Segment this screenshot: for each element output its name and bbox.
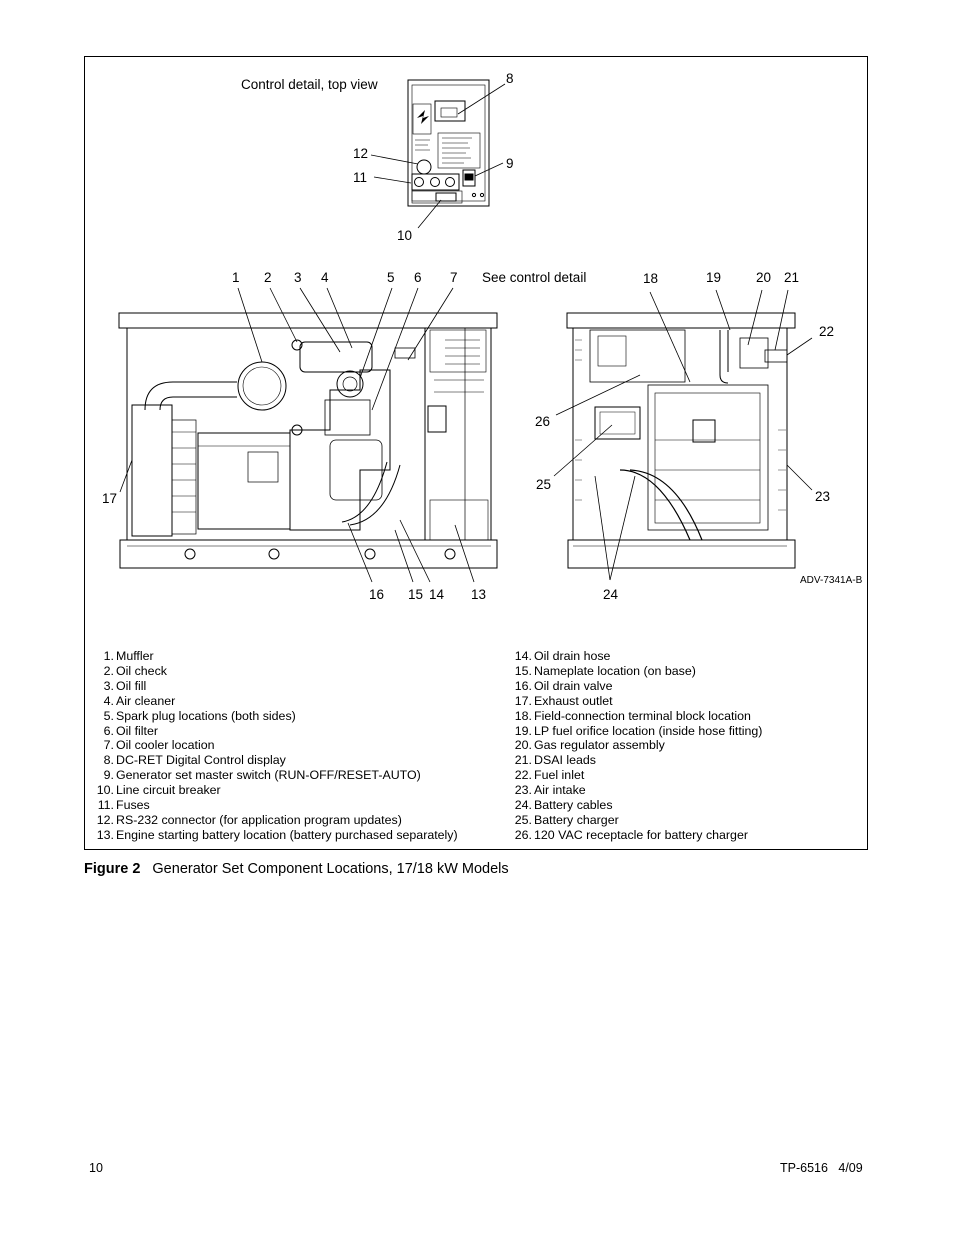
legend-item: 13.Engine starting battery location (bat…	[96, 827, 458, 842]
callout-16: 16	[369, 587, 385, 602]
legend-item: 22.Fuel inlet	[514, 768, 585, 783]
legend-item: 15.Nameplate location (on base)	[514, 663, 696, 678]
document-id: TP-6516 4/09	[780, 1161, 863, 1175]
callout-7: 7	[450, 270, 458, 285]
legend-item: 25.Battery charger	[514, 812, 619, 827]
callout-19: 19	[706, 270, 722, 285]
callout-14: 14	[429, 587, 445, 602]
callout-1: 1	[232, 270, 240, 285]
legend-item: 10.Line circuit breaker	[96, 783, 221, 798]
right-view-leaders	[553, 289, 813, 581]
legend-item: 17.Exhaust outlet	[514, 693, 613, 708]
legend-item: 5.Spark plug locations (both sides)	[103, 708, 296, 723]
callout-21: 21	[784, 270, 800, 285]
callout-23: 23	[815, 489, 831, 504]
callout-5: 5	[387, 270, 395, 285]
legend-item: 16.Oil drain valve	[514, 678, 613, 693]
see-control-label: See control detail	[482, 270, 587, 285]
generator-left-view	[118, 312, 498, 569]
callout-24: 24	[603, 587, 619, 602]
callout-17: 17	[102, 491, 118, 506]
callout-20: 20	[756, 270, 772, 285]
control-leaders	[370, 83, 506, 229]
callout-2: 2	[264, 270, 272, 285]
callout-11: 11	[353, 170, 368, 185]
legend-item: 6.Oil filter	[103, 723, 158, 738]
legend-item: 1.Muffler	[103, 649, 154, 663]
legend-item: 12.RS-232 connector (for application pro…	[96, 812, 402, 827]
legend-item: 20.Gas regulator assembly	[514, 738, 665, 753]
callout-13: 13	[471, 587, 487, 602]
legend-item: 3.Oil fill	[103, 678, 147, 693]
page-number: 10	[89, 1161, 103, 1175]
generator-right-view	[566, 312, 796, 569]
callout-4: 4	[321, 270, 329, 285]
callout-22: 22	[819, 324, 835, 339]
figure-title: Generator Set Component Locations, 17/18…	[152, 861, 509, 877]
left-view-leaders	[119, 287, 475, 583]
callout-8: 8	[506, 71, 514, 86]
legend-item: 2.Oil check	[103, 663, 167, 678]
legend-item: 18.Field-connection terminal block locat…	[514, 708, 751, 723]
callout-3: 3	[294, 270, 302, 285]
legend-item: 24.Battery cables	[514, 798, 613, 813]
legend-item: 11.Fuses	[97, 798, 150, 813]
callout-15: 15	[408, 587, 424, 602]
legend-item: 26.120 VAC receptacle for battery charge…	[514, 827, 748, 842]
callout-6: 6	[414, 270, 422, 285]
callout-26: 26	[535, 414, 551, 429]
legend-left: 1.Muffler 2.Oil check 3.Oil fill 4.Air c…	[84, 649, 458, 843]
figure-number: Figure 2	[84, 861, 141, 877]
legend-item: 8.DC-RET Digital Control display	[103, 753, 286, 768]
drawing-code: ADV-7341A-B	[800, 575, 863, 586]
control-view-label: Control detail, top view	[241, 77, 378, 92]
figure-caption: Figure 2 Generator Set Component Location…	[84, 861, 509, 877]
callout-18: 18	[643, 271, 659, 286]
legend-right: 14.Oil drain hose 15.Nameplate location …	[502, 649, 763, 843]
callout-12: 12	[353, 146, 369, 161]
legend-item: 9.Generator set master switch (RUN-OFF/R…	[103, 768, 421, 783]
callout-25: 25	[536, 477, 552, 492]
callout-9: 9	[506, 156, 514, 171]
figure-frame	[84, 56, 868, 850]
legend-item: 23.Air intake	[514, 783, 586, 798]
legend-item: 21.DSAI leads	[514, 753, 596, 768]
control-panel-drawing	[407, 79, 490, 207]
legend-item: 4.Air cleaner	[103, 693, 176, 708]
legend-item: 14.Oil drain hose	[514, 649, 611, 663]
callout-10: 10	[397, 228, 413, 243]
legend-item: 19.LP fuel orifice location (inside hose…	[514, 723, 763, 738]
legend-item: 7.Oil cooler location	[103, 738, 215, 753]
